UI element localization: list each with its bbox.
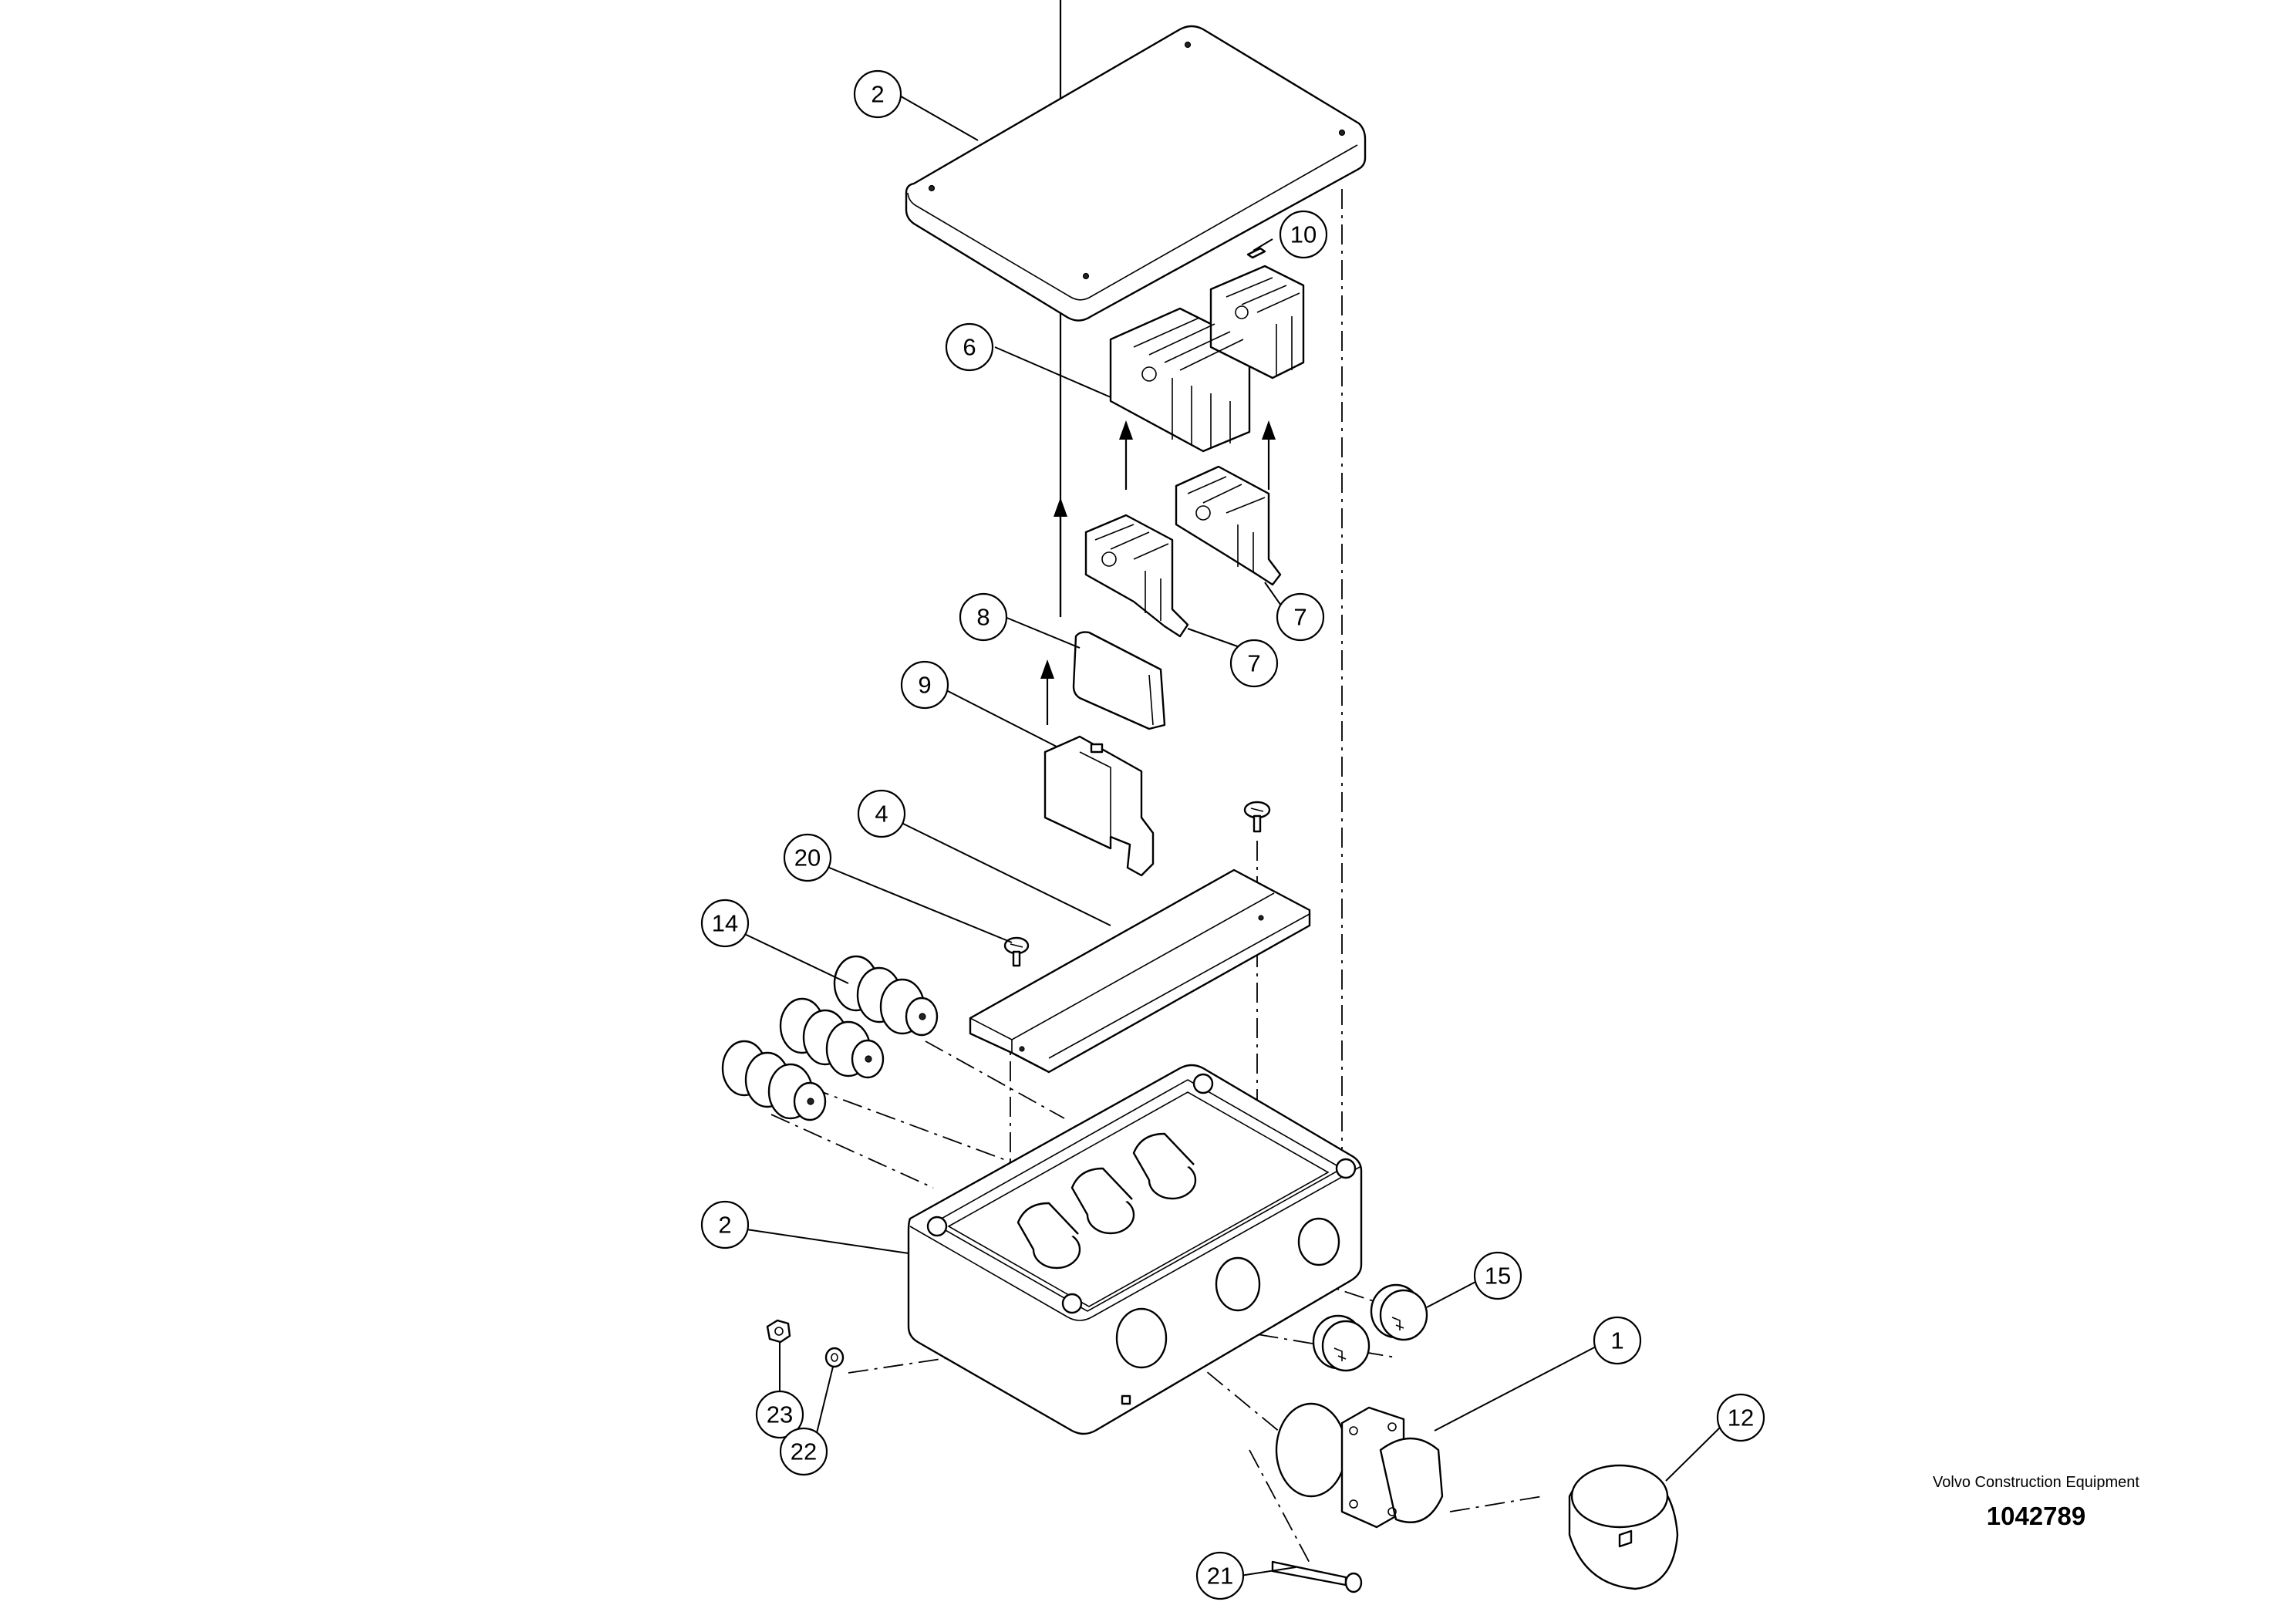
callout-7-upper: 7: [1276, 592, 1325, 642]
cable-gland-1: [833, 955, 939, 1037]
enclosure-body: [907, 1064, 1363, 1435]
callout-15: 15: [1473, 1251, 1522, 1300]
callout-1: 1: [1593, 1316, 1642, 1365]
svg-text:6: 6: [963, 334, 976, 361]
svg-text:9: 9: [918, 672, 931, 699]
cable-gland-2: [779, 997, 885, 1079]
screw-part-20: [1003, 936, 1030, 967]
callout-2-cover: 2: [853, 69, 902, 119]
svg-text:15: 15: [1485, 1263, 1511, 1290]
enclosure-cover: [905, 25, 1367, 322]
callout-8: 8: [959, 592, 1008, 642]
end-clamp: [1043, 735, 1155, 877]
terminal-block-left: [1084, 514, 1189, 638]
callout-20: 20: [783, 833, 832, 882]
blanking-plug-2: [1370, 1283, 1428, 1341]
din-rail: [969, 868, 1311, 1074]
svg-text:10: 10: [1290, 221, 1317, 248]
svg-text:23: 23: [767, 1401, 793, 1428]
callout-14: 14: [700, 899, 750, 948]
callout-22: 22: [779, 1427, 828, 1476]
end-plate: [1072, 631, 1166, 730]
nut: [766, 1319, 791, 1344]
callout-7-lower: 7: [1229, 639, 1279, 688]
callout-6: 6: [945, 322, 994, 372]
callout-21: 21: [1195, 1551, 1245, 1600]
svg-text:22: 22: [791, 1438, 817, 1465]
connector: [1275, 1402, 1444, 1529]
company-name: Volvo Construction Equipment: [1933, 1474, 2139, 1491]
screw-part-21: [1271, 1560, 1363, 1593]
svg-text:7: 7: [1247, 650, 1260, 677]
svg-text:1: 1: [1610, 1327, 1623, 1354]
svg-text:20: 20: [794, 845, 821, 872]
svg-text:7: 7: [1293, 604, 1306, 631]
svg-text:12: 12: [1728, 1404, 1754, 1431]
blanking-plug-1: [1312, 1314, 1371, 1372]
drawing-credit-block: Volvo Construction Equipment 1042789: [1913, 1473, 2159, 1531]
cable-gland-3: [721, 1040, 827, 1121]
terminal-block-assembly: [1109, 265, 1305, 453]
screw-upper-right: [1243, 801, 1271, 833]
terminal-block-right: [1175, 465, 1282, 586]
svg-text:8: 8: [976, 604, 990, 631]
protective-cap: [1568, 1464, 1679, 1590]
svg-text:4: 4: [875, 801, 888, 828]
label-tag: [1246, 247, 1266, 259]
callout-23: 23: [755, 1390, 804, 1439]
leader-lines: [736, 93, 1723, 1576]
callout-4: 4: [857, 789, 906, 838]
svg-text:14: 14: [712, 910, 738, 937]
svg-text:2: 2: [718, 1212, 731, 1239]
document-number: 1042789: [1986, 1502, 2086, 1530]
callout-10: 10: [1279, 210, 1328, 259]
svg-text:2: 2: [871, 81, 884, 108]
callout-12: 12: [1716, 1393, 1765, 1442]
callout-2-body: 2: [700, 1200, 750, 1249]
washer: [824, 1347, 845, 1368]
callout-9: 9: [900, 660, 949, 710]
svg-text:21: 21: [1207, 1563, 1233, 1590]
